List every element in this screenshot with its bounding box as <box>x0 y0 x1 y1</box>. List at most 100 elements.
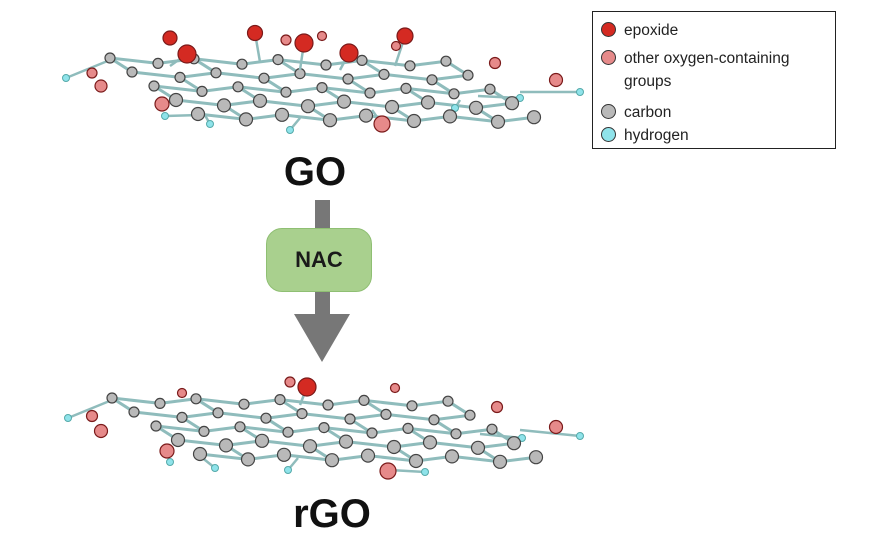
carbon-atom <box>336 94 352 109</box>
carbon-atom <box>408 453 424 469</box>
carbon-atom <box>504 96 520 111</box>
bond <box>285 86 323 94</box>
carbon-atom <box>190 106 206 122</box>
epoxide-atom <box>177 44 197 64</box>
bond <box>265 412 303 420</box>
carbon-atom <box>378 68 390 81</box>
bond <box>361 58 411 68</box>
bond <box>133 410 183 419</box>
carbon-atom <box>464 409 476 421</box>
carbon-atom <box>258 72 270 84</box>
bond <box>111 396 161 405</box>
carbon-atom <box>506 436 522 451</box>
bond <box>175 98 225 107</box>
bond <box>321 86 371 95</box>
epoxide-marker-icon <box>601 22 616 37</box>
bond <box>301 412 351 421</box>
bond <box>287 426 325 434</box>
carbon-atom <box>420 95 436 110</box>
carbon-atom <box>490 114 506 129</box>
bond <box>193 57 243 66</box>
bond <box>153 84 203 93</box>
bond <box>243 398 281 406</box>
carbon-atom <box>442 395 454 407</box>
bond <box>409 59 447 68</box>
carbon-atom <box>170 432 186 448</box>
hydrogen-atom <box>576 88 584 96</box>
oxygen-group-atom <box>488 56 502 70</box>
legend-label: hydrogen <box>624 127 689 144</box>
bond <box>215 71 265 80</box>
carbon-atom <box>236 58 248 70</box>
oxygen-group-atom <box>490 400 504 414</box>
bond <box>279 398 329 407</box>
hydrogen-atom <box>284 466 292 474</box>
carbon-atom <box>468 100 484 115</box>
bond <box>283 453 333 462</box>
carbon-atom <box>192 446 208 462</box>
bond <box>201 85 239 93</box>
bond <box>451 454 501 464</box>
bond <box>323 426 373 435</box>
carbon-atom <box>338 434 354 449</box>
oxygen-group-atom <box>176 387 188 399</box>
oxygen-group-atom <box>548 72 564 88</box>
carbon-atom <box>104 52 116 64</box>
carbon-atom <box>276 447 292 462</box>
arrow-shaft-lower <box>315 290 330 316</box>
carbon-atom <box>442 109 458 124</box>
carbon-atom <box>190 393 202 405</box>
bond <box>405 86 455 96</box>
nac-label: NAC <box>295 247 343 272</box>
bond <box>431 73 469 82</box>
bond <box>327 398 365 407</box>
rgo-molecule-graphic <box>64 376 584 480</box>
hydrogen-atom <box>211 464 219 472</box>
epoxide-atom <box>162 30 178 46</box>
bond <box>455 427 493 436</box>
bond <box>203 425 241 433</box>
carbon-atom <box>148 80 160 92</box>
carbon-atom <box>440 55 452 67</box>
legend-label: other oxygen-containing groups <box>624 50 790 90</box>
epoxide-atom <box>297 377 317 397</box>
carbon-atom <box>356 54 368 67</box>
bond <box>131 70 181 79</box>
bond <box>109 56 159 65</box>
bond <box>343 100 393 109</box>
epoxide-atom <box>396 27 414 45</box>
bond <box>427 100 477 110</box>
carbon-atom <box>528 450 544 465</box>
carbon-atom <box>176 411 188 424</box>
carbon-atom <box>400 82 412 95</box>
bond <box>259 99 309 108</box>
bond <box>179 71 217 79</box>
carbon-atom <box>128 406 140 418</box>
bond <box>369 86 407 95</box>
carbon-atom <box>198 425 210 438</box>
bond <box>65 58 111 80</box>
bond <box>385 412 435 422</box>
carbon-atom <box>366 427 378 439</box>
other-oxygen-marker-icon <box>601 50 616 65</box>
bond <box>237 85 287 94</box>
carbon-atom <box>254 433 270 448</box>
oxygen-group-atom <box>284 376 296 388</box>
carbon-atom <box>428 414 440 426</box>
hydrogen-marker-icon <box>601 127 616 142</box>
oxygen-group-atom <box>389 382 401 394</box>
epoxide-atom <box>294 33 314 53</box>
legend-item-other-oxygen: other oxygen-containing groups <box>601 47 834 93</box>
oxygen-group-atom <box>316 30 328 42</box>
arrow-shaft-upper <box>315 200 330 232</box>
carbon-atom <box>210 67 222 79</box>
oxygen-group-atom <box>280 34 292 46</box>
carbon-atom <box>322 113 338 128</box>
carbon-atom <box>106 392 118 404</box>
bond <box>363 398 413 408</box>
carbon-atom <box>168 92 184 108</box>
carbon-atom <box>174 71 186 84</box>
bond <box>411 399 449 408</box>
carbon-atom <box>260 412 272 424</box>
carbon-atom <box>380 408 392 421</box>
